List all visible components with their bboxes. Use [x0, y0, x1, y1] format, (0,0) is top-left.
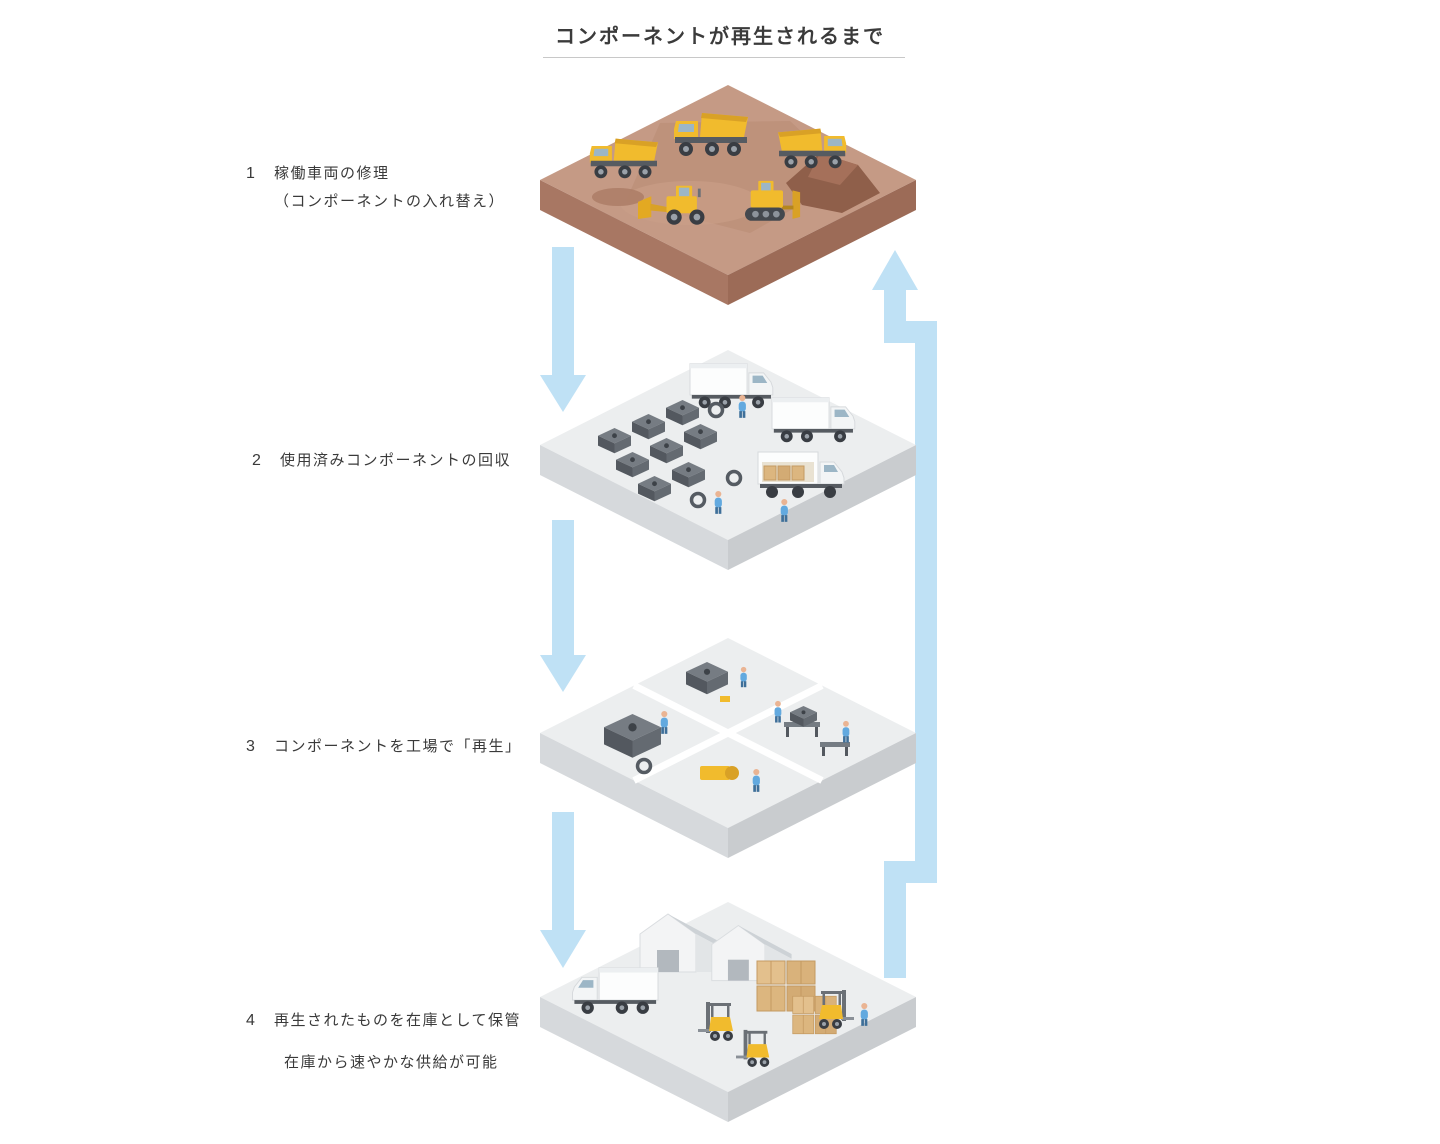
mine-site-illustration: [540, 85, 916, 305]
yellow-component-icon: [700, 766, 739, 780]
factory-illustration: [540, 638, 916, 858]
workbench: [784, 706, 820, 737]
down-arrow-1-icon: [540, 247, 586, 412]
platform-base: [540, 350, 916, 570]
platform-base: [540, 902, 916, 1122]
warehouse-illustration: [540, 902, 916, 1122]
down-arrow-3-icon: [540, 812, 586, 968]
down-arrow-2-icon: [540, 520, 586, 692]
quadrant-dividers: [632, 682, 824, 784]
platform-base: [540, 638, 916, 858]
component-part: [720, 696, 730, 702]
return-arrow-icon: [872, 250, 937, 978]
component-collection-illustration: [540, 350, 916, 570]
dump-truck-icon: [778, 128, 847, 169]
dump-truck-icon: [589, 138, 658, 179]
workbench: [820, 742, 850, 756]
